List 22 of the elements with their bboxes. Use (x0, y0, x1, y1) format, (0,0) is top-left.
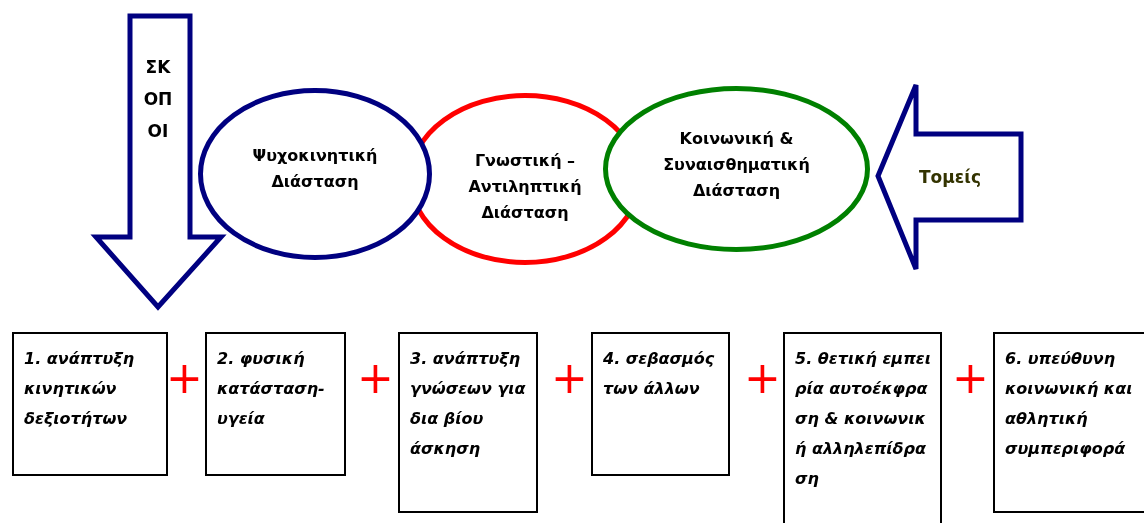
dimension-label: Ψυχοκινητική Διάσταση (251, 145, 379, 193)
text-box (993, 332, 1144, 513)
arrow-label: ΣΚΟΠΟΙ (143, 56, 173, 143)
plus-sign: + (952, 356, 989, 400)
plus-sign: + (744, 356, 781, 400)
goal-text: 3. ανάπτυξη γνώσεων για δια βίου άσκηση (410, 348, 527, 460)
text-box (783, 332, 942, 523)
goal-text: 4. σεβασμός των άλλων (603, 348, 716, 400)
goal-text: 1. ανάπτυξη κινητικών δεξιοτήτων (24, 348, 136, 430)
dimension-label: Κοινωνική & Συναισθηματική Διάσταση (662, 128, 811, 202)
goal-text: 5. θετική εμπειρία αυτοέκφραση & κοινωνική αλληλεπίδραση (795, 348, 932, 490)
plus-sign: + (166, 356, 203, 400)
text-box (591, 332, 730, 476)
goal-text: 6. υπεύθυνη κοινωνική και αθλητική συμπεριφορά (1005, 348, 1134, 460)
text-box (12, 332, 168, 476)
text-box (398, 332, 538, 513)
goal-text: 2. φυσική κατάσταση- υγεία (217, 348, 326, 430)
plus-sign: + (551, 356, 588, 400)
text-box (205, 332, 346, 476)
plus-sign: + (357, 356, 394, 400)
arrow-label: Τομείς (918, 166, 982, 189)
dimension-label: Γνωστική – Αντιληπτική Διάσταση (467, 150, 583, 224)
